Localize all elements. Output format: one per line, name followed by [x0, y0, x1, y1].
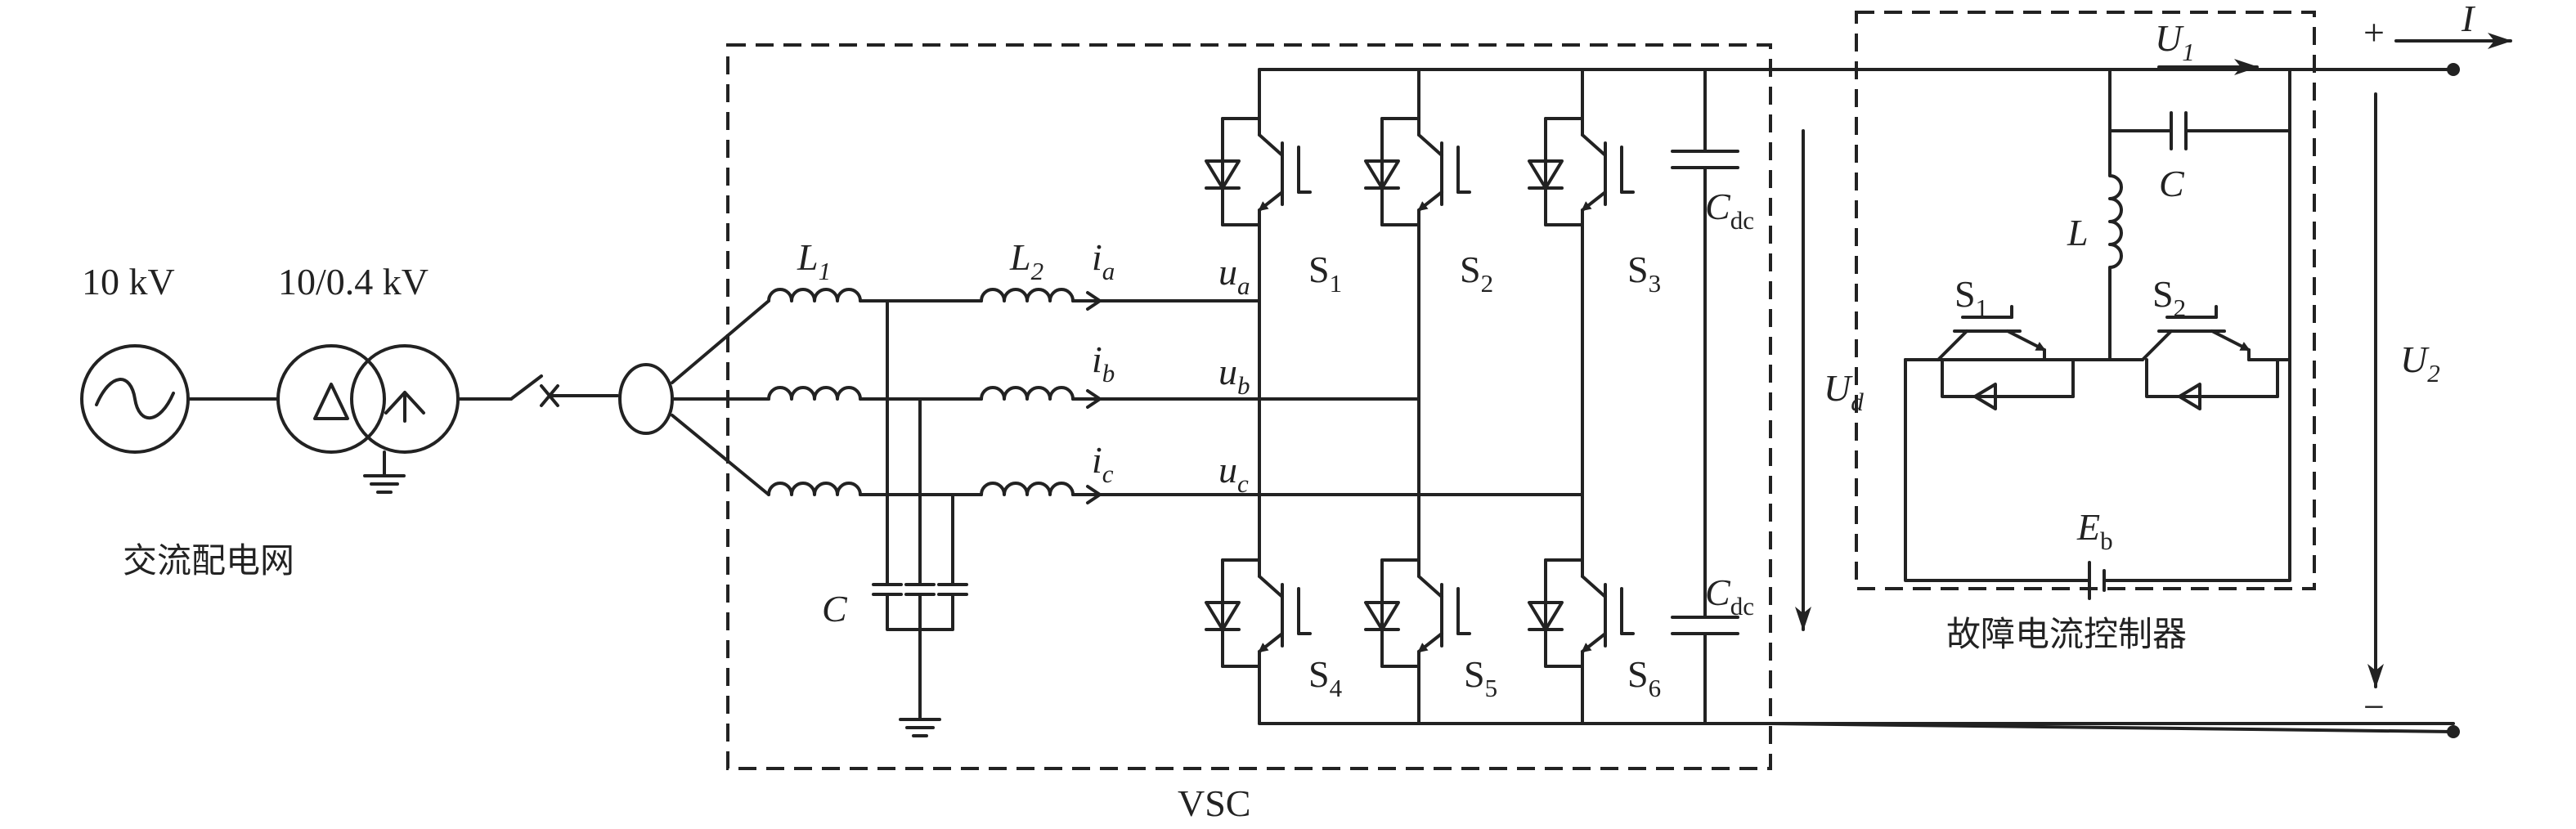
label-ud: U [1824, 367, 1853, 409]
label-I: I [2461, 0, 2476, 39]
label-ua: u [1218, 251, 1237, 293]
svg-text:ia: ia [1092, 236, 1115, 285]
label-fcc-s1: S [1954, 273, 1976, 315]
label-fcc-C: C [2159, 163, 2185, 204]
fcc-switch-s2-icon [2108, 305, 2291, 410]
fcc-switch-s1-icon [1904, 305, 2112, 410]
label-cdc-bot: C [1705, 571, 1731, 613]
svg-text:S1: S1 [1308, 249, 1342, 298]
svg-text:S5: S5 [1464, 653, 1497, 702]
switch-s5-icon [1366, 511, 1470, 724]
label-vsc: VSC [1178, 782, 1250, 824]
inductor-l1-phases [767, 288, 862, 496]
breaker-icon [456, 374, 619, 407]
svg-text:U1: U1 [2155, 17, 2195, 66]
label-s5: S [1464, 653, 1485, 695]
dc-capacitor-icon [1671, 68, 1739, 725]
label-plus: + [2363, 11, 2385, 53]
svg-text:ub: ub [1218, 351, 1250, 400]
label-s2: S [1460, 249, 1481, 290]
label-L1: L [797, 236, 819, 278]
svg-text:S1: S1 [1954, 273, 1988, 322]
label-ub: u [1218, 351, 1237, 392]
svg-text:S6: S6 [1627, 653, 1661, 702]
switch-s6-icon [1529, 511, 1633, 724]
label-cdc-top: C [1705, 186, 1731, 227]
label-ic: i [1092, 439, 1102, 481]
filter-capacitor-icon [872, 299, 968, 737]
vsc-box [726, 43, 1772, 770]
label-s1: S [1308, 249, 1330, 290]
svg-text:uc: uc [1218, 449, 1249, 498]
label-minus: − [2363, 686, 2385, 728]
battery-eb-icon [1904, 358, 2291, 600]
label-grid: 交流配电网 [123, 540, 294, 580]
label-u1: U [2155, 17, 2184, 59]
transformer-icon [276, 344, 460, 494]
label-transformer: 10/0.4 kV [278, 261, 429, 302]
svg-text:ua: ua [1218, 251, 1250, 300]
label-10kv: 10 kV [82, 261, 175, 302]
svg-text:S4: S4 [1308, 653, 1343, 702]
label-fcc-s2: S [2152, 273, 2174, 315]
label-s3: S [1627, 249, 1649, 290]
label-eb: E [2076, 506, 2100, 548]
svg-text:S2: S2 [1460, 249, 1493, 298]
label-s6: S [1627, 653, 1649, 695]
fcc-box [1855, 11, 2316, 590]
label-u2: U [2400, 338, 2430, 380]
svg-text:S2: S2 [2152, 273, 2186, 322]
label-fcc-L: L [2067, 212, 2089, 253]
svg-text:L1: L1 [797, 236, 831, 285]
svg-text:L2: L2 [1009, 236, 1043, 285]
switch-s3-icon [1529, 69, 1633, 282]
bus-junction-icon [618, 363, 674, 435]
fcc-inductor-icon [2108, 129, 2123, 361]
label-s4: S [1308, 653, 1330, 695]
label-filter-C: C [822, 588, 848, 630]
svg-text:Cdc: Cdc [1705, 571, 1754, 621]
svg-text:S3: S3 [1627, 249, 1661, 298]
label-ia: i [1092, 236, 1102, 278]
label-L2: L [1009, 236, 1031, 278]
switch-s4-icon [1206, 511, 1310, 724]
svg-text:ic: ic [1092, 439, 1114, 488]
svg-text:Eb: Eb [2076, 506, 2113, 555]
svg-text:ib: ib [1092, 338, 1115, 388]
switch-s1-icon [1206, 69, 1310, 282]
label-fcc: 故障电流控制器 [1946, 614, 2187, 654]
ac-source-icon [80, 344, 190, 454]
svg-text:U2: U2 [2400, 338, 2440, 388]
label-ib: i [1092, 338, 1102, 380]
label-uc: u [1218, 449, 1237, 491]
svg-text:Cdc: Cdc [1705, 186, 1754, 235]
inductor-l2-phases [980, 288, 1075, 496]
switch-s2-icon [1366, 69, 1470, 282]
